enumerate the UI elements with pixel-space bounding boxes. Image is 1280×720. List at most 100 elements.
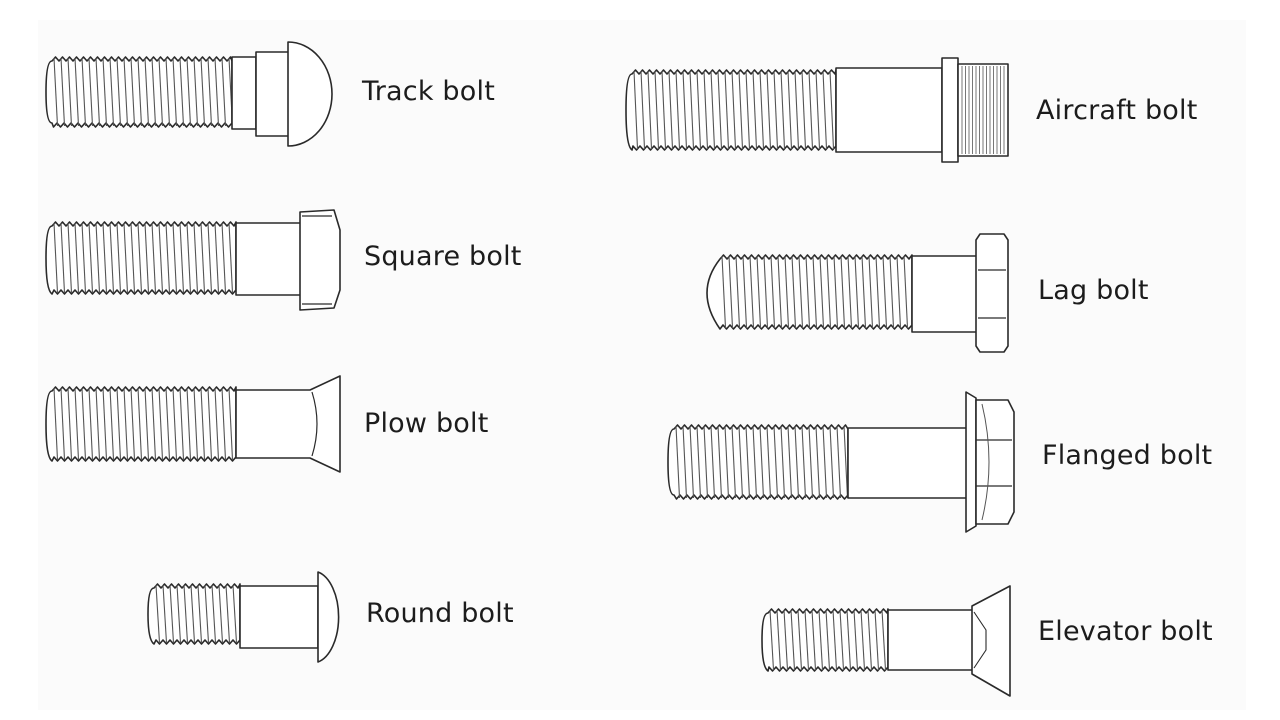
thread-line [724,70,730,150]
thread-line [172,222,178,294]
thread-line [759,425,765,499]
round-bolt-label: Round bolt [366,598,514,629]
thread-line [833,255,839,329]
thread-line [846,609,852,671]
aircraft-bolt-label: Aircraft bolt [1036,95,1198,126]
thread-line [151,222,157,294]
thread-line [183,584,189,644]
thread-line [826,255,832,329]
thread-line [211,584,217,644]
thread-line [783,609,789,671]
plow-bolt-illustration [45,375,341,473]
thread-line [137,57,143,127]
shank [887,609,975,671]
thread-line [689,70,695,150]
thread-line [67,387,73,461]
thread-line [717,70,723,150]
thread-line [801,425,807,499]
thread-line [228,222,234,294]
track-bolt-label: Track bolt [362,76,495,107]
thread-line [808,425,814,499]
thread-line [787,425,793,499]
thread-line [130,57,136,127]
shank [835,67,943,153]
thread-line [102,222,108,294]
thread-line [102,57,108,127]
thread-line [682,70,688,150]
thread-line [67,57,73,127]
thread-line [60,387,66,461]
thread-line [88,57,94,127]
thread-line [903,255,909,329]
thread-line [791,255,797,329]
thread-line [53,387,59,461]
thread-line [668,70,674,150]
thread-line [190,584,196,644]
countersunk-head [971,585,1011,697]
shank [847,427,971,499]
thread-line [137,222,143,294]
square-bolt-label: Square bolt [364,241,522,272]
thread-line [207,57,213,127]
thread-line [109,57,115,127]
shank [911,255,979,333]
plow-bolt-label: Plow bolt [364,408,489,439]
thread-line [172,57,178,127]
thread-line [787,70,793,150]
thread-line [832,609,838,671]
thread-line [689,425,695,499]
neck [231,56,257,130]
hex-head [975,233,1009,353]
thread-line [214,222,220,294]
thread-line [102,387,108,461]
thread-line [682,425,688,499]
elevator-bolt-label: Elevator bolt [1038,616,1213,647]
thread-line [179,222,185,294]
thread-line [836,425,842,499]
head-collar [255,51,291,137]
thread-line [801,70,807,150]
thread-line [53,57,59,127]
elevator-bolt-illustration [761,585,1011,697]
thread-line [818,609,824,671]
thread-line [756,255,762,329]
thread-line [794,70,800,150]
thread-line [759,70,765,150]
thread-line [130,222,136,294]
square-bolt-illustration [45,209,341,311]
thread-line [228,387,234,461]
thread-line [200,387,206,461]
thread-line [200,222,206,294]
thread-line [798,255,804,329]
thread-line [710,70,716,150]
thread-line [675,70,681,150]
thread-outline [761,608,889,672]
thread-line [790,609,796,671]
thread-line [74,222,80,294]
thread-line [742,255,748,329]
thread-line [144,222,150,294]
thread-line [829,425,835,499]
thread-line [776,609,782,671]
thread-line [172,387,178,461]
thread-line [151,57,157,127]
thread-line [207,387,213,461]
thread-line [116,387,122,461]
thread-line [696,70,702,150]
thread-line [881,609,887,671]
thread-line [860,609,866,671]
thread-line [875,255,881,329]
thread-line [116,222,122,294]
thread-line [221,222,227,294]
thread-line [696,425,702,499]
thread-line [144,57,150,127]
thread-line [155,584,161,644]
thread-line [752,425,758,499]
thread-line [770,255,776,329]
thread-line [74,57,80,127]
thread-line [95,57,101,127]
thread-line [822,425,828,499]
thread-line [81,57,87,127]
thread-line [763,255,769,329]
